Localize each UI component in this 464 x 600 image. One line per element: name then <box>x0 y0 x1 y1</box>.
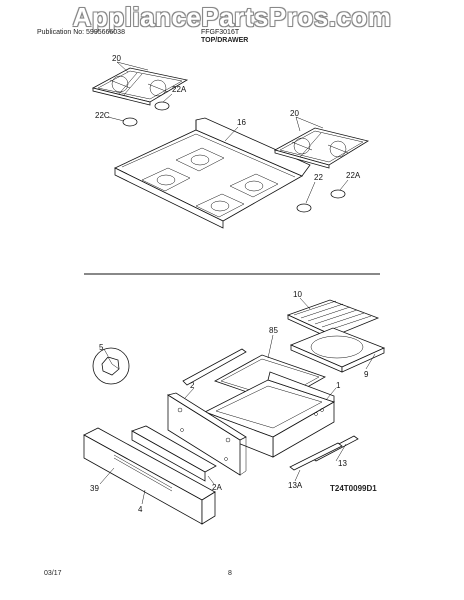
callout-13: 13 <box>338 459 347 468</box>
publication-number: Publication No: 5995666038 <box>37 29 125 36</box>
diagram-reference: T24T0099D1 <box>330 484 377 493</box>
callout-22a-right: 22A <box>346 171 361 180</box>
footer-date: 03/17 <box>44 570 62 577</box>
main-cooktop <box>114 117 311 229</box>
drawer-liner <box>131 425 217 482</box>
callout-20-right: 20 <box>290 109 299 118</box>
callout-22a-left: 22A <box>172 85 187 94</box>
callout-22c: 22C <box>95 111 110 120</box>
burner-cap-22c <box>122 117 138 127</box>
callout-10: 10 <box>293 290 302 299</box>
right-burner-grates <box>273 127 370 169</box>
section-title: TOP/DRAWER <box>201 37 249 44</box>
callout-2a: 2A <box>212 483 222 492</box>
callout-22: 22 <box>314 173 323 182</box>
model-number: FFGF3016T <box>201 29 240 36</box>
burner-cap-22 <box>296 203 312 213</box>
callout-5: 5 <box>99 343 104 352</box>
drawer-slide-13a <box>289 442 343 471</box>
left-burner-grates <box>91 67 189 106</box>
callout-16: 16 <box>237 118 246 127</box>
callout-39: 39 <box>90 484 99 493</box>
watermark-logo: AppliancePartsPros.com <box>72 2 392 32</box>
drawer-front <box>83 427 216 525</box>
callout-2: 2 <box>190 381 195 390</box>
burner-cap-22a <box>154 101 170 111</box>
callout-4: 4 <box>138 505 143 514</box>
glide-detail <box>92 347 130 385</box>
callout-9: 9 <box>364 370 369 379</box>
callout-13a: 13A <box>288 481 303 490</box>
page-number: 8 <box>228 570 232 577</box>
broiler-pan <box>289 327 386 373</box>
drawer-inner-panel <box>166 392 247 476</box>
left-drawer-slide <box>182 348 247 386</box>
callout-85: 85 <box>269 326 278 335</box>
burner-cap-22a-right <box>330 189 346 199</box>
callout-1: 1 <box>336 381 341 390</box>
callout-20-left: 20 <box>112 54 121 63</box>
